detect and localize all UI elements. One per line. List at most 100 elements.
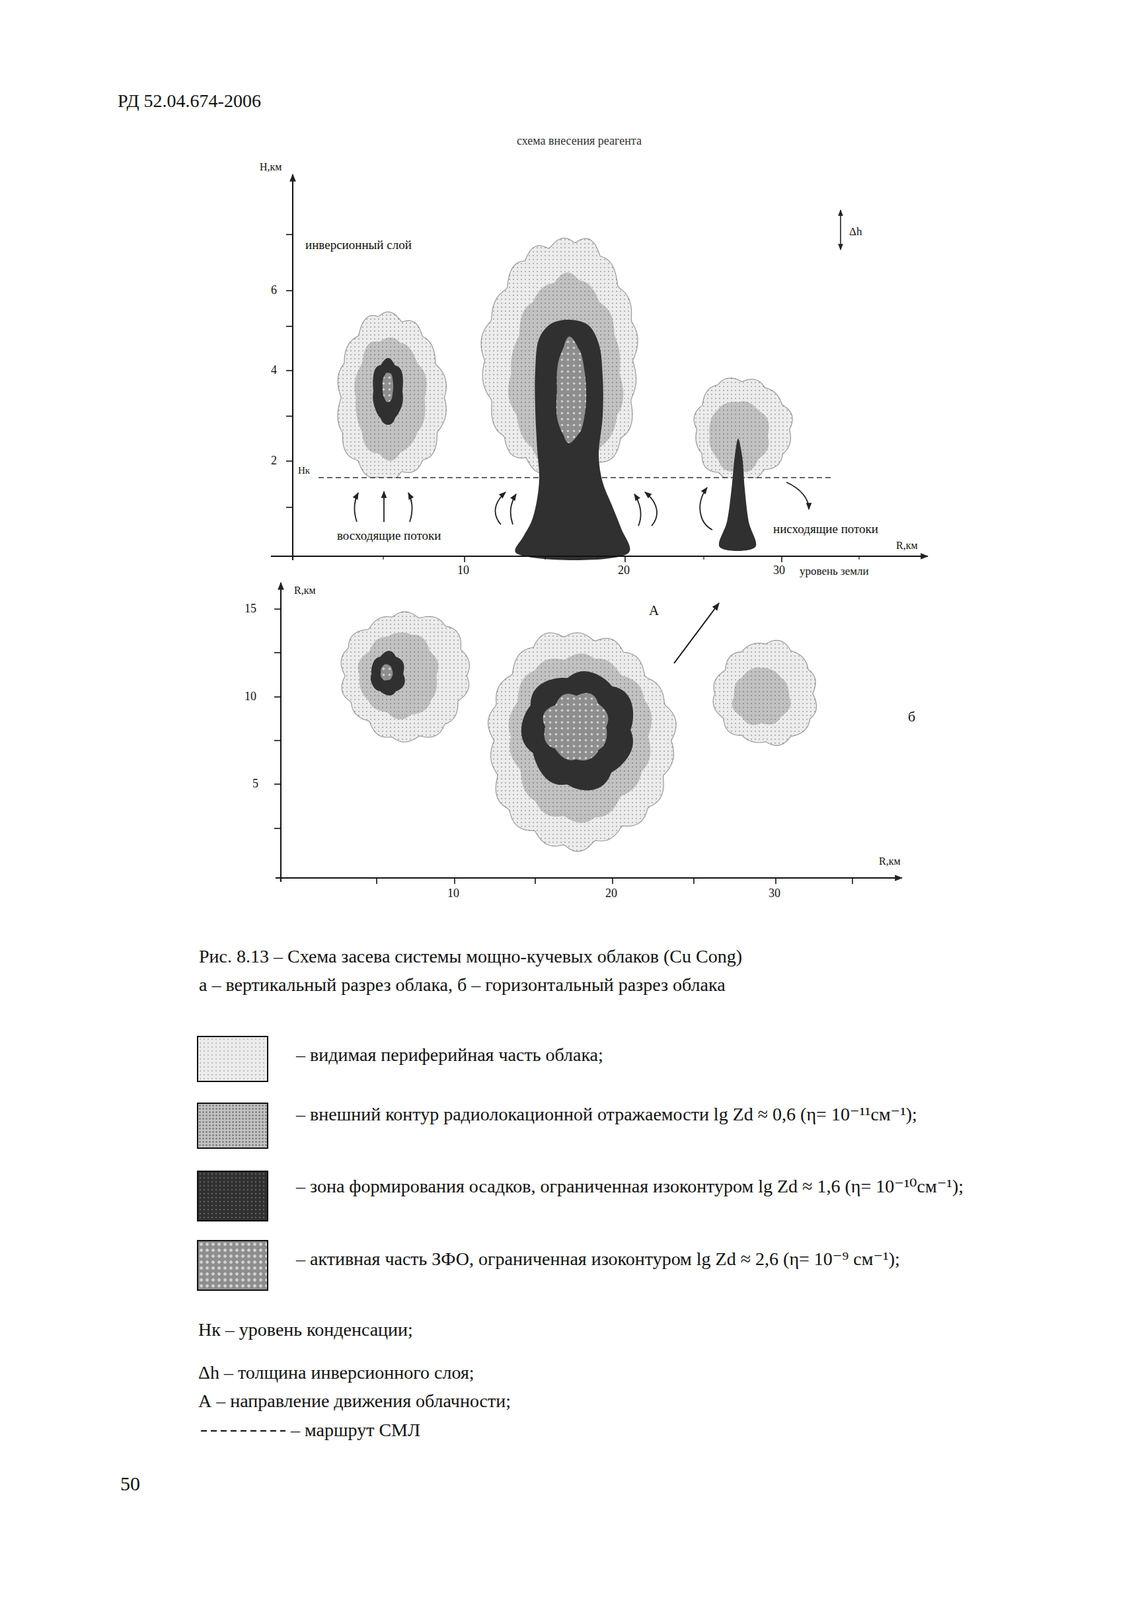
tick-mark: [693, 878, 695, 885]
tick-label: 30: [773, 563, 786, 579]
header-code: РД 52.04.674-2006: [117, 89, 262, 113]
tick-mark: [382, 556, 384, 560]
precipitation-zone: [514, 319, 630, 561]
legend-text: – зона формирования осадков, ограниченна…: [296, 1172, 984, 1201]
precipitation-zone: [718, 438, 756, 552]
active-zone-texture: [556, 337, 587, 444]
legend-swatch: [196, 1036, 269, 1083]
tick-mark: [286, 233, 293, 236]
axis-line: [292, 174, 294, 561]
tick-label: 5: [252, 777, 259, 792]
tick-mark: [544, 556, 546, 560]
tick-label: 4: [270, 363, 277, 378]
tick-mark: [703, 556, 704, 560]
tick-mark: [781, 556, 783, 563]
flow-label: нисходящие потоки: [773, 522, 879, 538]
tick-mark: [286, 506, 293, 509]
tick-mark: [453, 878, 456, 885]
level-symbol: Нк: [296, 464, 312, 477]
radar-contour: [354, 337, 427, 462]
tick-mark: [274, 783, 281, 786]
legend-swatch: [196, 1240, 269, 1292]
radar-contour-texture: [508, 272, 624, 467]
axis-title: R,км: [878, 855, 901, 868]
tick-mark: [274, 740, 281, 742]
tick-mark: [274, 828, 281, 830]
radar-contour-texture: [358, 632, 439, 720]
active-zone: [556, 337, 587, 444]
tick-mark: [274, 696, 281, 698]
active-zone-texture: [543, 693, 609, 761]
vertical-section: [270, 174, 928, 563]
panel-letter: б: [907, 708, 916, 726]
axes: [274, 582, 903, 885]
radar-contour: [732, 667, 792, 725]
tick-mark: [274, 652, 281, 654]
notation-line: Нк – уровень конденсации;: [198, 1319, 414, 1342]
precipitation-zone: [521, 671, 634, 791]
radar-contour-texture: [354, 337, 427, 462]
thickness-symbol: Δh: [849, 225, 862, 239]
flow-arrow: [644, 492, 657, 527]
axes: [270, 174, 928, 563]
flow-arrow: [786, 482, 809, 510]
active-zone-texture: [380, 664, 394, 681]
active-zone-texture: [382, 372, 394, 403]
visible-cloud: [713, 640, 817, 746]
notation-line: А – направление движения облачности;: [198, 1390, 511, 1413]
tick-label: 6: [270, 283, 277, 299]
tick-label: 10: [447, 886, 460, 902]
legend-swatch: [196, 1170, 269, 1222]
visible-cloud-texture: [340, 611, 470, 743]
ground-label: уровень земли: [799, 565, 869, 579]
legend-text: – внешний контур радиолокационной отража…: [296, 1100, 931, 1129]
axis-title: Н,км: [259, 160, 282, 174]
axis-line: [270, 555, 928, 558]
flow-arrow: [699, 487, 713, 530]
tick-mark: [858, 556, 860, 560]
flow-label: восходящие потоки: [337, 528, 441, 544]
direction-arrow: [674, 603, 719, 664]
tick-mark: [775, 878, 777, 885]
tick-label: 10: [457, 563, 470, 579]
visible-cloud: [693, 377, 793, 479]
tick-mark: [274, 608, 281, 610]
flow-arrow: [634, 494, 642, 527]
radar-contour-texture: [732, 667, 792, 725]
thickness-arrow: [839, 210, 842, 250]
precipitation-zone: [372, 358, 404, 425]
cloud-cores: [372, 319, 756, 561]
tick-mark: [851, 878, 854, 885]
figure-heading: схема внесения реагента: [516, 134, 642, 149]
horizontal-section: [274, 582, 903, 885]
tick-mark: [376, 878, 378, 885]
tick-mark: [286, 415, 293, 417]
visible-cloud: [340, 611, 470, 743]
legend-text: – видимая периферийная часть облака;: [296, 1040, 1057, 1070]
active-zone: [380, 664, 394, 681]
tick-label: 2: [270, 453, 277, 469]
flow-arrow: [495, 492, 506, 525]
tick-mark: [286, 460, 293, 462]
tick-mark: [463, 556, 466, 563]
layer-label: инверсионный слой: [305, 237, 412, 254]
tick-mark: [534, 878, 536, 885]
tick-mark: [624, 556, 626, 563]
legend-text: – активная часть ЗФО, ограниченная изоко…: [296, 1245, 901, 1274]
precipitation-zone: [370, 650, 406, 696]
flow-arrow: [354, 492, 359, 523]
notation-line: Δh – толщина инверсионного слоя;: [198, 1361, 475, 1385]
visible-cloud-texture: [713, 640, 817, 746]
air-flows: [354, 482, 809, 530]
active-zone: [382, 372, 394, 403]
axis-title: R,км: [294, 584, 316, 597]
page-number: 50: [120, 1472, 141, 1497]
axis-title: R,км: [896, 539, 918, 552]
direction-symbol: А: [648, 602, 659, 620]
tick-label: 10: [244, 689, 257, 705]
tick-mark: [611, 878, 614, 885]
tick-label: 15: [244, 602, 257, 617]
caption-subtitle: а – вертикальный разрез облака, б – гори…: [198, 974, 726, 997]
